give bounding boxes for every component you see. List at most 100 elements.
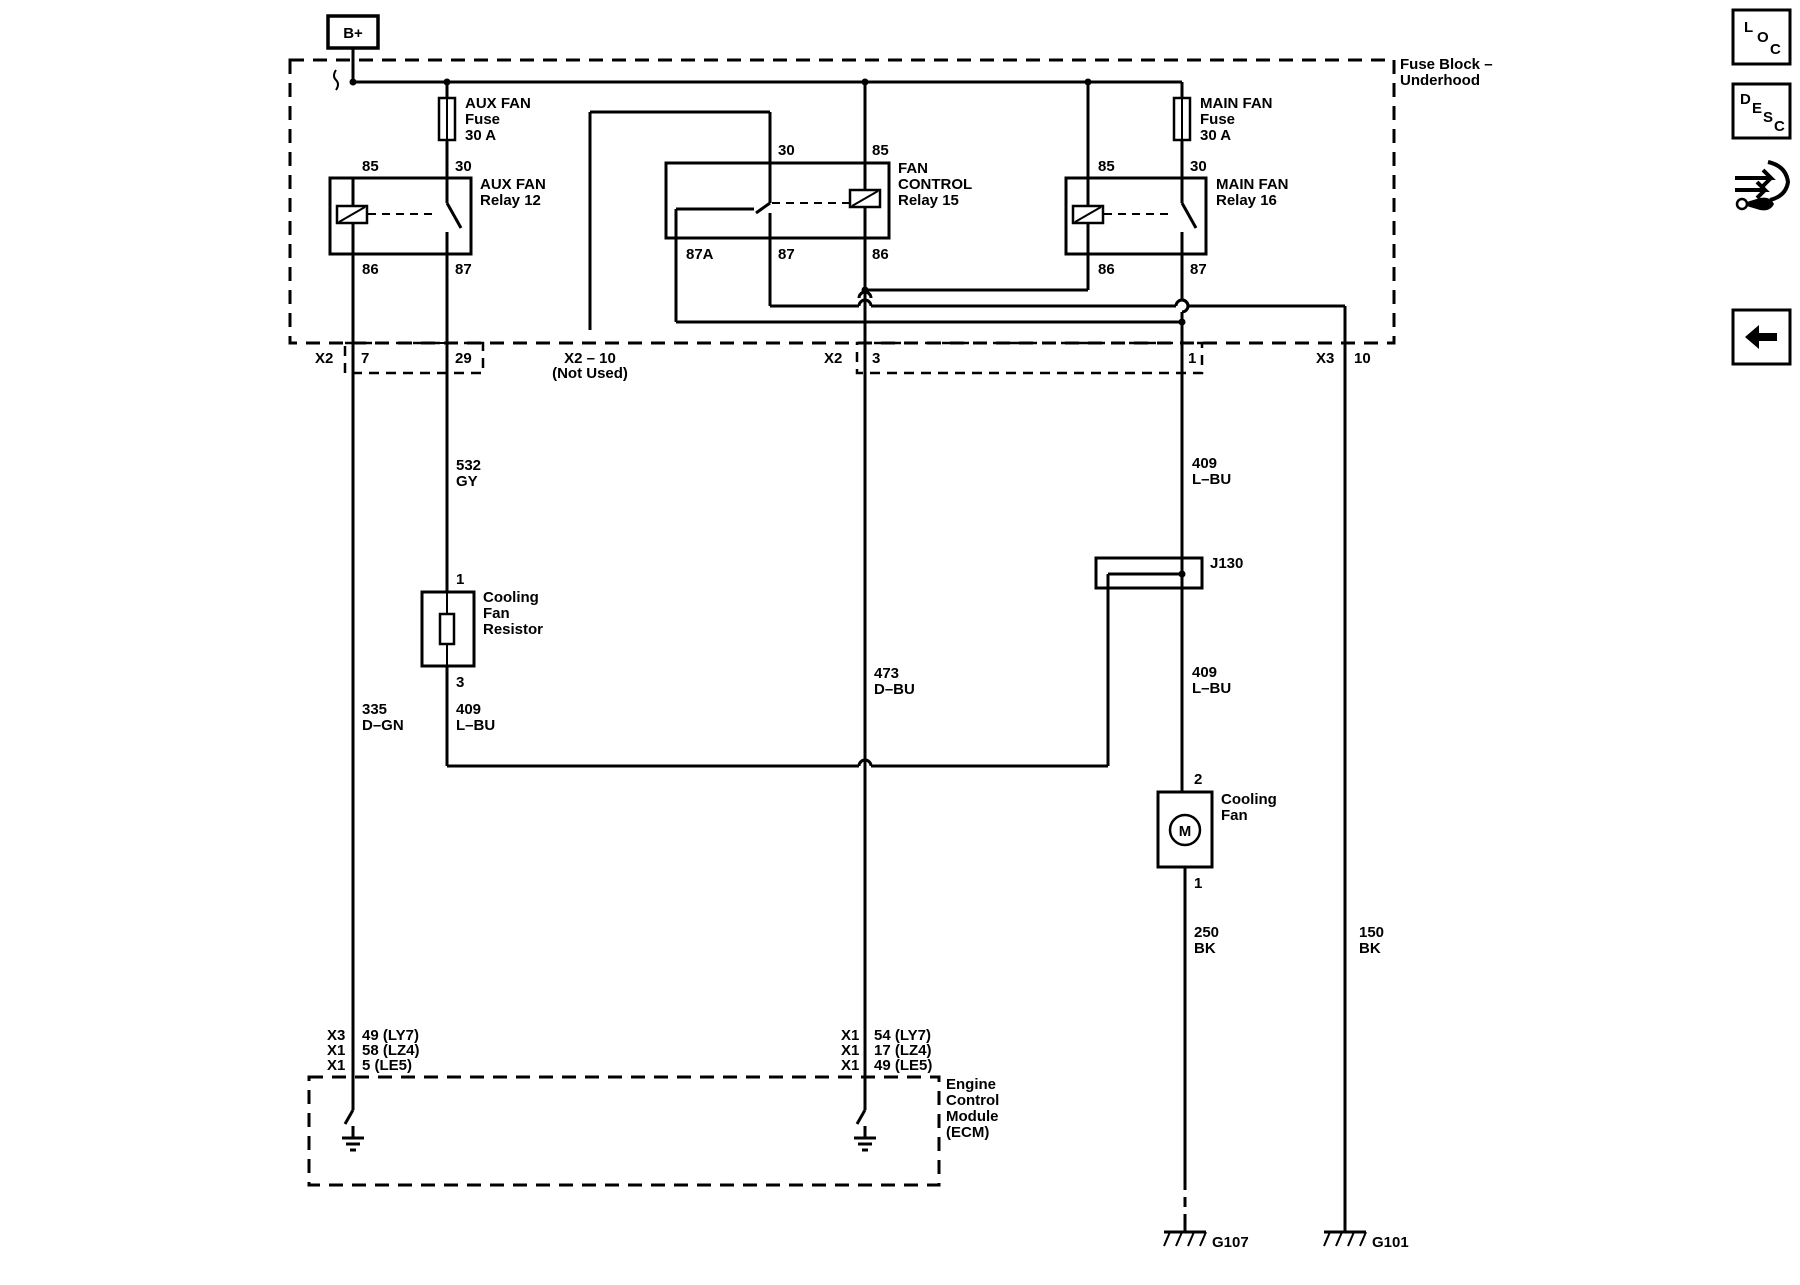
motor-pin-1: 1: [1194, 875, 1202, 892]
ecm-left-conn-1: X3: [327, 1027, 345, 1044]
wire-335-color: D–GN: [362, 717, 404, 734]
fuse-block-underhood: Fuse Block – Underhood: [288, 56, 1493, 345]
connector-x2-mid: X2: [824, 350, 842, 367]
main-relay-pin-86: 86: [1098, 261, 1115, 278]
aux-fan-fuse-label-2: Fuse: [465, 111, 500, 128]
main-relay-pin-85: 85: [1098, 158, 1115, 175]
connector-x2-left: X2: [315, 350, 333, 367]
ground-g101: G101: [1323, 1218, 1409, 1251]
aux-fan-fuse-label-3: 30 A: [465, 127, 496, 144]
control-relay-pin-86: 86: [872, 246, 889, 263]
connector-pin-7: 7: [361, 350, 369, 367]
wire-473-number: 473: [874, 665, 899, 682]
wire-150-color: BK: [1359, 940, 1381, 957]
main-fan-relay: 85 30 86 87 MAIN FAN Relay 16: [1064, 82, 1289, 314]
ecm-left-pin-2: 58 (LZ4): [362, 1042, 420, 1059]
motor-symbol: M: [1179, 823, 1192, 840]
control-relay-pin-85: 85: [872, 142, 889, 159]
control-relay-pin-87: 87: [778, 246, 795, 263]
ecm-left-pin-1: 49 (LY7): [362, 1027, 419, 1044]
ground-g101-label: G101: [1372, 1234, 1409, 1251]
resistor-label-2: Fan: [483, 605, 510, 622]
aux-relay-pin-30: 30: [455, 158, 472, 175]
ecm-right-conn-2: X1: [841, 1042, 859, 1059]
internal-relay-wiring: [855, 286, 1347, 1218]
wire-532-number: 532: [456, 457, 481, 474]
main-relay-label-2: Relay 16: [1216, 192, 1277, 209]
aux-relay-pin-85: 85: [362, 158, 379, 175]
ecm-left-conn-3: X1: [327, 1057, 345, 1074]
wire-150: 150 BK: [1343, 924, 1384, 1218]
battery-positive-source: B+: [326, 14, 380, 50]
ecm-label-1: Engine: [946, 1076, 996, 1093]
aux-fan-fuse: AUX FAN Fuse 30 A: [437, 82, 531, 178]
main-fan-fuse-label-2: Fuse: [1200, 111, 1235, 128]
wire-335: 335 D–GN: [351, 254, 404, 1110]
loc-button[interactable]: L O C: [1731, 8, 1792, 66]
loc-letter-o: O: [1757, 29, 1769, 46]
aux-fan-fuse-label-1: AUX FAN: [465, 95, 531, 112]
splice-j130: J130: [1094, 555, 1243, 593]
loc-letter-c: C: [1770, 41, 1781, 58]
connector-not-used: (Not Used): [552, 365, 628, 382]
control-relay-pin-30: 30: [778, 142, 795, 159]
wire-532: 532 GY: [445, 254, 481, 592]
wire-409-resistor: 409 L–BU: [445, 593, 1110, 768]
wire-409-b-color: L–BU: [1192, 471, 1231, 488]
wire-150-number: 150: [1359, 924, 1384, 941]
connector-pin-3: 3: [872, 350, 880, 367]
aux-relay-pin-86: 86: [362, 261, 379, 278]
wire-250-color: BK: [1194, 940, 1216, 957]
wire-409-a-number: 409: [456, 701, 481, 718]
desc-letter-c: C: [1774, 118, 1785, 135]
wire-335-number: 335: [362, 701, 387, 718]
battery-positive-label: B+: [343, 25, 363, 42]
resistor-label-3: Resistor: [483, 621, 543, 638]
control-relay-label-3: Relay 15: [898, 192, 959, 209]
ecm-label-4: (ECM): [946, 1124, 989, 1141]
wire-409-main: 409 L–BU 409 L–BU: [1180, 312, 1231, 792]
motor-pin-2: 2: [1194, 771, 1202, 788]
main-fan-fuse-label-3: 30 A: [1200, 127, 1231, 144]
resistor-pin-3: 3: [456, 674, 464, 691]
wire-473-color: D–BU: [874, 681, 915, 698]
main-relay-pin-30: 30: [1190, 158, 1207, 175]
control-relay-pin-87a: 87A: [686, 246, 714, 263]
wire-409-b-number: 409: [1192, 455, 1217, 472]
battery-bus: [333, 48, 1182, 91]
desc-letter-e: E: [1752, 100, 1762, 117]
main-fan-fuse-label-1: MAIN FAN: [1200, 95, 1273, 112]
ground-g107-label: G107: [1212, 1234, 1249, 1251]
resistor-pin-1: 1: [456, 571, 464, 588]
wire-409-c-color: L–BU: [1192, 680, 1231, 697]
connector-pin-1: 1: [1188, 350, 1196, 367]
aux-relay-pin-87: 87: [455, 261, 472, 278]
wire-250-number: 250: [1194, 924, 1219, 941]
ecm-right-pin-3: 49 (LE5): [874, 1057, 932, 1074]
connector-pin-29: 29: [455, 350, 472, 367]
wire-532-color: GY: [456, 473, 478, 490]
fan-control-relay: 30 85 87A 87 86 FAN CONTROL Relay 15: [588, 82, 1182, 330]
fuse-block-title-line2: Underhood: [1400, 72, 1480, 89]
ecm-left-pin-3: 5 (LE5): [362, 1057, 412, 1074]
connector-x3: X3: [1316, 350, 1334, 367]
ground-g107: G107: [1163, 1218, 1249, 1251]
fuse-block-title-line1: Fuse Block –: [1400, 56, 1493, 73]
control-relay-label-2: CONTROL: [898, 176, 972, 193]
ecm-left-conn-2: X1: [327, 1042, 345, 1059]
connectors-row: X2 7 29 X2 – 10 (Not Used) X2 3 1 X3 10: [315, 341, 1371, 382]
main-relay-pin-87: 87: [1190, 261, 1207, 278]
back-button[interactable]: [1731, 308, 1792, 366]
ecm-label-2: Control: [946, 1092, 999, 1109]
wire-473: 473 D–BU: [857, 290, 915, 1110]
desc-button[interactable]: D E S C: [1731, 82, 1792, 140]
engine-control-module: Engine Control Module (ECM) X3 X1 X1 49 …: [307, 1027, 999, 1187]
connector-tools-icon[interactable]: [1735, 160, 1791, 211]
resistor-label-1: Cooling: [483, 589, 539, 606]
ecm-label-3: Module: [946, 1108, 999, 1125]
connector-x2-10: X2 – 10: [564, 350, 616, 367]
ecm-right-conn-1: X1: [841, 1027, 859, 1044]
ecm-right-pin-2: 17 (LZ4): [874, 1042, 932, 1059]
